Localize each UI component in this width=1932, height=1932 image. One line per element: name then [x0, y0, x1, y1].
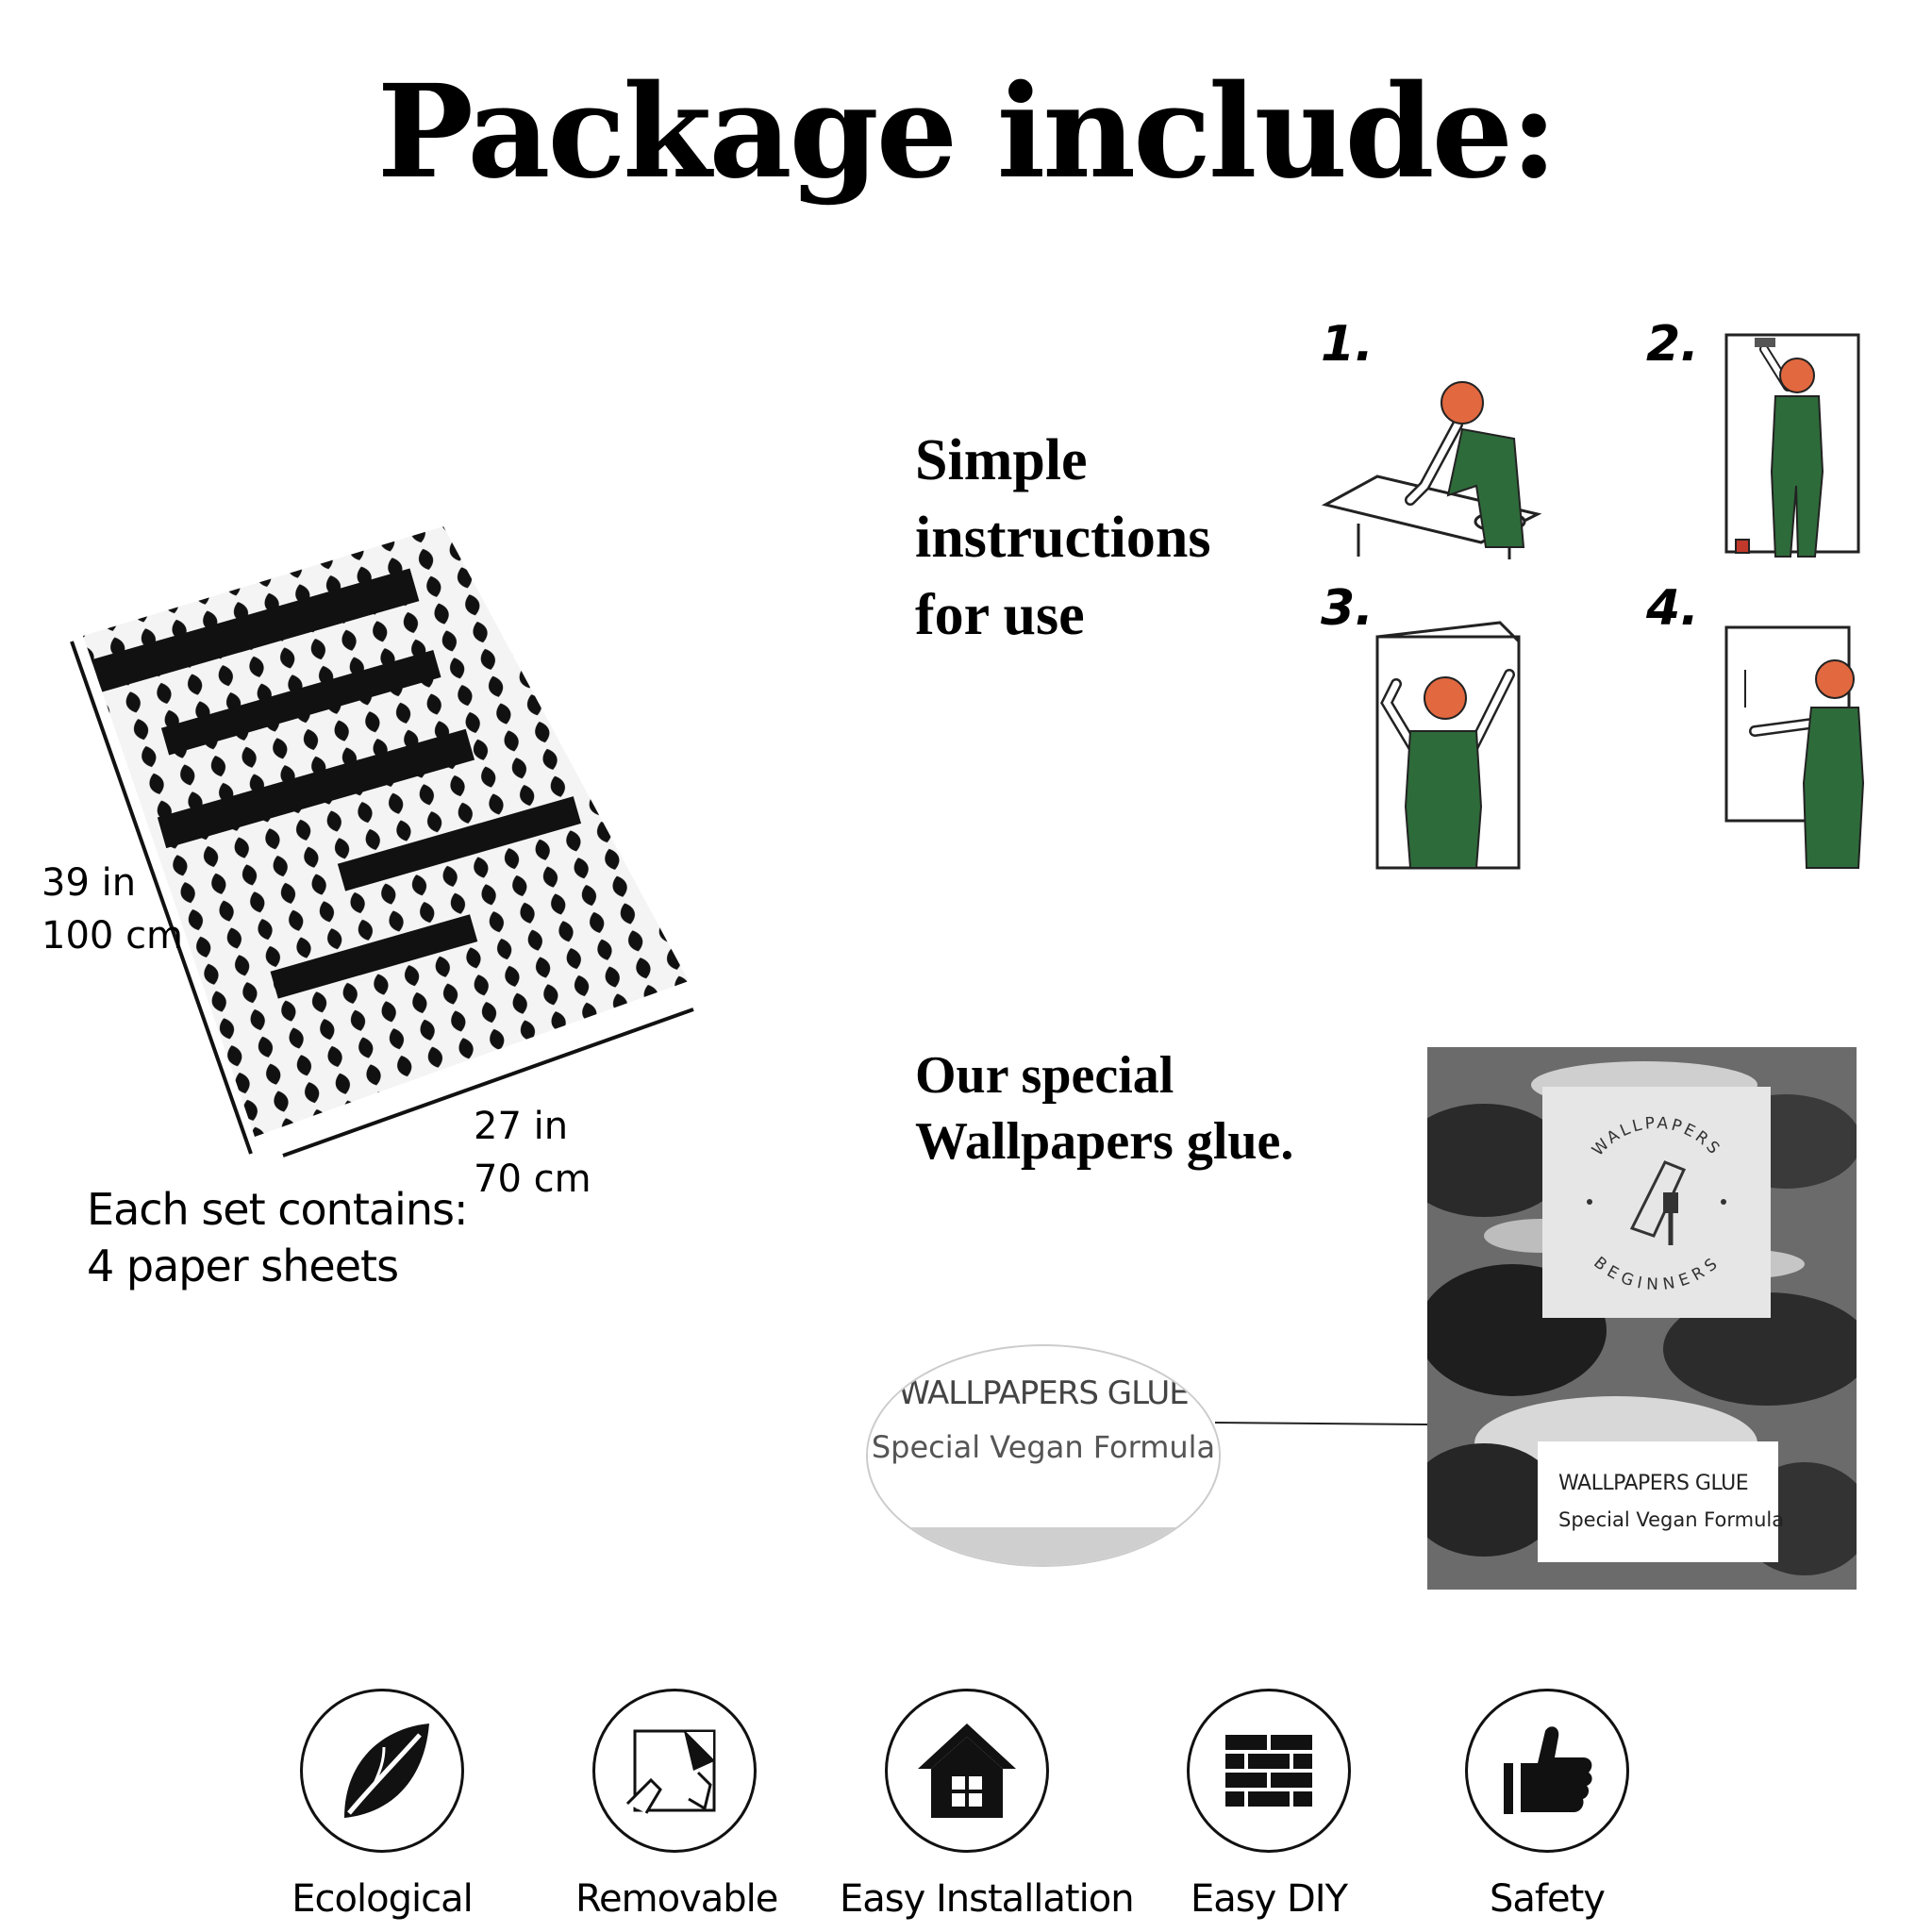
- step-number-2: 2.: [1646, 316, 1699, 373]
- step-number-1: 1.: [1321, 316, 1374, 373]
- feature-label-ecological: Ecological: [291, 1877, 473, 1921]
- feature-easy-diy: Easy DIY: [1170, 1689, 1368, 1921]
- sheet-height-in: 39 in: [42, 861, 137, 905]
- set-contains-value: 4 paper sheets: [87, 1241, 399, 1291]
- glue-package-image: WALLPAPERS BEGINNERS WALLPAPERS GLUE Spe…: [1427, 1047, 1857, 1590]
- step-2-illustration: [1698, 330, 1868, 571]
- glue-heading: Our special Wallpapers glue.: [915, 1046, 1294, 1171]
- brand-label: WALLPAPERS BEGINNERS: [1542, 1087, 1771, 1318]
- svg-text:BEGINNERS: BEGINNERS: [1590, 1254, 1723, 1295]
- glue-box-subtitle: Special Vegan Formula: [1558, 1508, 1785, 1531]
- feature-label-easy-installation: Easy Installation: [840, 1877, 1135, 1921]
- wallpaper-sheet-image: [66, 509, 708, 1170]
- callout-subtitle: Special Vegan Formula: [868, 1429, 1219, 1465]
- glue-box-title: WALLPAPERS GLUE: [1558, 1472, 1749, 1495]
- thumbs-up-icon: [1465, 1689, 1629, 1853]
- house-icon: [885, 1689, 1049, 1853]
- peel-hand-icon: [592, 1689, 757, 1853]
- brick-wall-icon: [1187, 1689, 1351, 1853]
- instructions-heading: Simple instructions for use: [915, 428, 1211, 647]
- feature-easy-installation: Easy Installation: [840, 1689, 1135, 1921]
- glue-box-label: WALLPAPERS GLUE Special Vegan Formula: [1538, 1441, 1785, 1562]
- leaf-icon: [300, 1689, 464, 1853]
- feature-label-safety: Safety: [1490, 1877, 1606, 1921]
- callout-title: WALLPAPERS GLUE: [868, 1374, 1219, 1412]
- step-4-illustration: [1717, 623, 1877, 877]
- svg-text:WALLPAPERS: WALLPAPERS: [1589, 1114, 1724, 1160]
- feature-ecological: Ecological: [283, 1689, 481, 1921]
- set-contains-label: Each set contains:: [87, 1184, 468, 1235]
- step-number-3: 3.: [1321, 580, 1374, 637]
- feature-safety: Safety: [1448, 1689, 1646, 1921]
- sheet-height-cm: 100 cm: [42, 914, 184, 958]
- feature-removable: Removable: [575, 1689, 778, 1921]
- sheet-width-cm: 70 cm: [474, 1158, 591, 1201]
- step-1-illustration: [1321, 373, 1547, 566]
- step-number-4: 4.: [1646, 580, 1699, 637]
- page-title: Package include:: [376, 57, 1558, 208]
- feature-label-easy-diy: Easy DIY: [1190, 1877, 1348, 1921]
- feature-label-removable: Removable: [575, 1877, 778, 1921]
- sheet-width-in: 27 in: [474, 1105, 569, 1148]
- glue-label-callout: WALLPAPERS GLUE Special Vegan Formula: [866, 1344, 1221, 1567]
- step-3-illustration: [1358, 618, 1547, 877]
